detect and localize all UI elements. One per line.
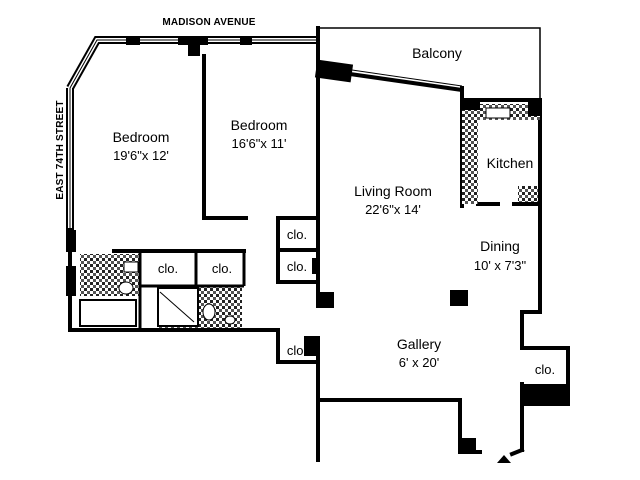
kitchen-name: Kitchen — [487, 155, 534, 171]
bedroom1-dims: 19'6"x 12' — [113, 148, 169, 163]
balcony-pier — [314, 59, 354, 83]
street-north: MADISON AVENUE — [162, 17, 255, 28]
vanity1 — [123, 261, 139, 273]
closet-label: clo. — [287, 227, 307, 242]
balcony-door — [349, 69, 464, 100]
closet-label: clo. — [158, 261, 178, 276]
gallery-name: Gallery — [397, 336, 441, 352]
bedroom2-dims: 16'6"x 11' — [232, 136, 287, 151]
toilet1 — [118, 281, 134, 295]
entry-arrow-icon — [497, 455, 511, 463]
kitchen-sink — [485, 107, 511, 119]
sink2 — [224, 315, 236, 325]
closet-label: clo. — [535, 362, 555, 377]
kitchen-counter-west — [462, 108, 478, 204]
shower-diagonal — [159, 291, 195, 323]
bedroom-closet-walls — [138, 251, 246, 288]
bathtub — [79, 299, 137, 327]
shower — [157, 287, 199, 327]
gallery-dims: 6' x 20' — [399, 355, 439, 370]
bedroom1-name: Bedroom — [113, 129, 170, 145]
street-west: EAST 74TH STREET — [55, 100, 66, 199]
kitchen-top-block — [462, 100, 480, 110]
closet-label: clo. — [287, 259, 307, 274]
north-window-wall — [66, 36, 318, 230]
dining-name: Dining — [480, 238, 520, 254]
bedroom2-name: Bedroom — [231, 117, 288, 133]
closet-label: clo. — [212, 261, 232, 276]
balcony-name: Balcony — [412, 45, 462, 61]
closet-label: clo. — [287, 343, 307, 358]
pilasters — [304, 100, 568, 454]
kitchen-range — [518, 186, 538, 202]
dining-dims: 10' x 7'3" — [474, 258, 527, 273]
toilet2 — [202, 303, 216, 321]
living-room-name: Living Room — [354, 183, 432, 199]
living-room-dims: 22'6"x 14' — [365, 202, 421, 217]
balcony-outline — [317, 27, 541, 100]
